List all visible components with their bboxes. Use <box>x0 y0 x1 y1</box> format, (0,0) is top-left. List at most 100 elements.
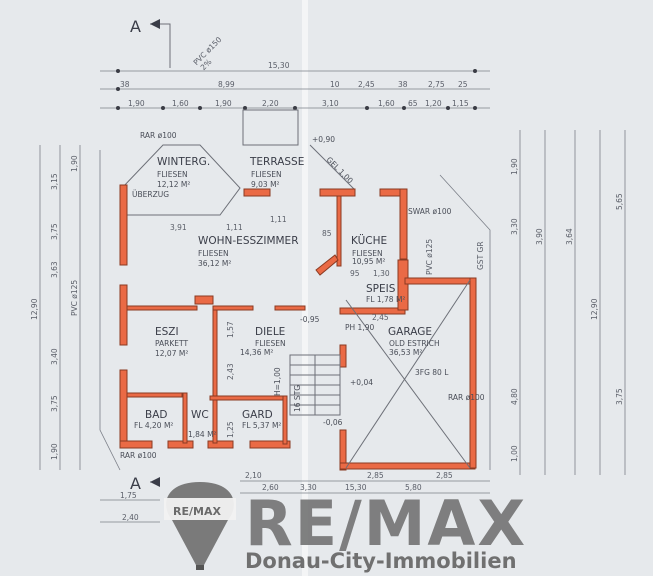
svg-text:RAR ø100: RAR ø100 <box>140 131 177 140</box>
svg-text:25: 25 <box>458 80 468 89</box>
svg-text:3,30: 3,30 <box>510 218 519 235</box>
staircase <box>289 354 341 416</box>
svg-text:3,75: 3,75 <box>50 223 59 240</box>
svg-text:1,60: 1,60 <box>378 99 395 108</box>
svg-text:1,75: 1,75 <box>120 491 137 500</box>
svg-text:PH 1,90: PH 1,90 <box>345 323 374 332</box>
svg-text:WOHN-ESSZIMMER: WOHN-ESSZIMMER <box>198 235 299 247</box>
svg-text:2,43: 2,43 <box>226 363 235 380</box>
svg-text:2,85: 2,85 <box>367 471 384 480</box>
svg-text:GST GR: GST GR <box>476 241 485 270</box>
svg-text:2,60: 2,60 <box>262 483 279 492</box>
svg-text:-0,95: -0,95 <box>300 315 320 324</box>
walls <box>119 184 477 471</box>
svg-text:36,53 M²: 36,53 M² <box>389 348 422 357</box>
svg-text:5,65: 5,65 <box>615 193 624 210</box>
svg-text:1,11: 1,11 <box>270 215 287 224</box>
svg-text:DIELE: DIELE <box>255 326 285 338</box>
svg-text:2,40: 2,40 <box>122 513 139 522</box>
svg-text:3,75: 3,75 <box>615 388 624 405</box>
svg-text:WINTERG.: WINTERG. <box>157 156 210 168</box>
room-garage: GARAGE OLD ESTRICH 36,53 M² <box>388 326 440 357</box>
svg-text:95: 95 <box>350 269 360 278</box>
svg-text:10: 10 <box>330 80 340 89</box>
svg-text:GARD: GARD <box>242 409 273 421</box>
svg-text:10,95 M²: 10,95 M² <box>352 257 385 266</box>
terrace-steps <box>242 109 299 146</box>
svg-text:12,07 M²: 12,07 M² <box>155 349 188 358</box>
svg-text:15,30: 15,30 <box>345 483 367 492</box>
room-eszi: ESZI PARKETT 12,07 M² <box>155 326 188 358</box>
room-gard: GARD FL 5,37 M² <box>242 409 281 430</box>
svg-text:3,30: 3,30 <box>300 483 317 492</box>
svg-text:GEL 1,00: GEL 1,00 <box>325 155 355 185</box>
svg-text:14,36 M²: 14,36 M² <box>240 348 273 357</box>
svg-text:1,11: 1,11 <box>226 223 243 232</box>
svg-text:FL 1,78 M²: FL 1,78 M² <box>366 295 405 304</box>
section-marker-top: A <box>130 17 171 68</box>
svg-text:9,03 M²: 9,03 M² <box>251 180 280 189</box>
svg-text:H=1,00: H=1,00 <box>273 367 282 396</box>
svg-text:12,90: 12,90 <box>590 298 599 320</box>
svg-text:3,15: 3,15 <box>50 173 59 190</box>
svg-text:ESZI: ESZI <box>155 326 179 338</box>
room-kueche: KÜCHE FLIESEN 10,95 M² <box>351 234 387 266</box>
svg-text:8,99: 8,99 <box>218 80 235 89</box>
svg-text:BAD: BAD <box>145 409 167 421</box>
svg-text:36,12 M²: 36,12 M² <box>198 259 231 268</box>
balloon-icon: RE/MAX <box>164 482 236 570</box>
svg-text:FLIESEN: FLIESEN <box>157 170 188 179</box>
svg-text:3,64: 3,64 <box>565 228 574 245</box>
svg-text:RAR ø100: RAR ø100 <box>120 451 157 460</box>
left-dimensions: 12,90 3,15 1,90 3,75 3,63 3,40 3,75 1,90… <box>30 145 81 470</box>
site-outline-right <box>439 174 491 470</box>
svg-text:4,80: 4,80 <box>510 388 519 405</box>
svg-text:2,75: 2,75 <box>428 80 445 89</box>
svg-text:1,90: 1,90 <box>70 155 79 172</box>
svg-text:3,91: 3,91 <box>170 223 187 232</box>
svg-text:2,45: 2,45 <box>358 80 375 89</box>
svg-text:FLIESEN: FLIESEN <box>255 339 286 348</box>
svg-text:+0,90: +0,90 <box>312 135 335 144</box>
svg-text:1,90: 1,90 <box>50 443 59 460</box>
svg-text:1,00: 1,00 <box>510 445 519 462</box>
remax-logo: RE/MAX RE/MAX Donau-City-Immobilien <box>164 482 525 573</box>
svg-text:+0,04: +0,04 <box>350 378 373 387</box>
svg-text:38: 38 <box>398 80 408 89</box>
room-terrasse: TERRASSE FLIESEN 9,03 M² <box>249 156 304 189</box>
room-bad: BAD FL 4,20 M² <box>134 409 173 430</box>
svg-text:2,85: 2,85 <box>436 471 453 480</box>
svg-text:16 STG: 16 STG <box>293 385 302 412</box>
svg-text:GARAGE: GARAGE <box>388 326 432 338</box>
svg-text:1,57: 1,57 <box>226 321 235 338</box>
svg-text:2,10: 2,10 <box>245 471 262 480</box>
room-wohn-esszimmer: WOHN-ESSZIMMER FLIESEN 36,12 M² <box>198 235 299 268</box>
site-outline-left <box>99 150 121 471</box>
svg-text:-0,06: -0,06 <box>323 418 343 427</box>
svg-text:1,15: 1,15 <box>452 99 469 108</box>
svg-text:3,90: 3,90 <box>535 228 544 245</box>
svg-text:1,25: 1,25 <box>226 421 235 438</box>
room-speis: SPEIS FL 1,78 M² <box>366 283 405 304</box>
svg-text:PVC ø125: PVC ø125 <box>425 239 434 275</box>
svg-text:3,63: 3,63 <box>50 261 59 278</box>
svg-text:3,75: 3,75 <box>50 395 59 412</box>
svg-text:PARKETT: PARKETT <box>155 339 188 348</box>
svg-text:RE/MAX: RE/MAX <box>173 505 221 518</box>
office-name: Donau-City-Immobilien <box>245 549 517 573</box>
top-dimensions: 15,30 38 8,99 10 2,45 38 2,75 25 1,90 1,… <box>100 61 490 110</box>
svg-text:OLD ESTRICH: OLD ESTRICH <box>389 339 440 348</box>
svg-text:PVC ø125: PVC ø125 <box>70 280 79 316</box>
svg-text:3FG 80 L: 3FG 80 L <box>415 368 449 377</box>
section-marker-bottom: A <box>130 474 160 493</box>
room-wc: WC 1,84 M² <box>188 409 217 439</box>
svg-text:2,20: 2,20 <box>262 99 279 108</box>
svg-text:1,90: 1,90 <box>128 99 145 108</box>
svg-text:1,30: 1,30 <box>373 269 390 278</box>
svg-text:A: A <box>130 474 141 493</box>
right-dimensions: 1,90 3,30 3,90 3,64 5,65 12,90 4,80 3,75… <box>425 130 626 475</box>
svg-text:FLIESEN: FLIESEN <box>251 170 282 179</box>
svg-text:2,45: 2,45 <box>372 313 389 322</box>
svg-text:RAR ø100: RAR ø100 <box>448 393 485 402</box>
